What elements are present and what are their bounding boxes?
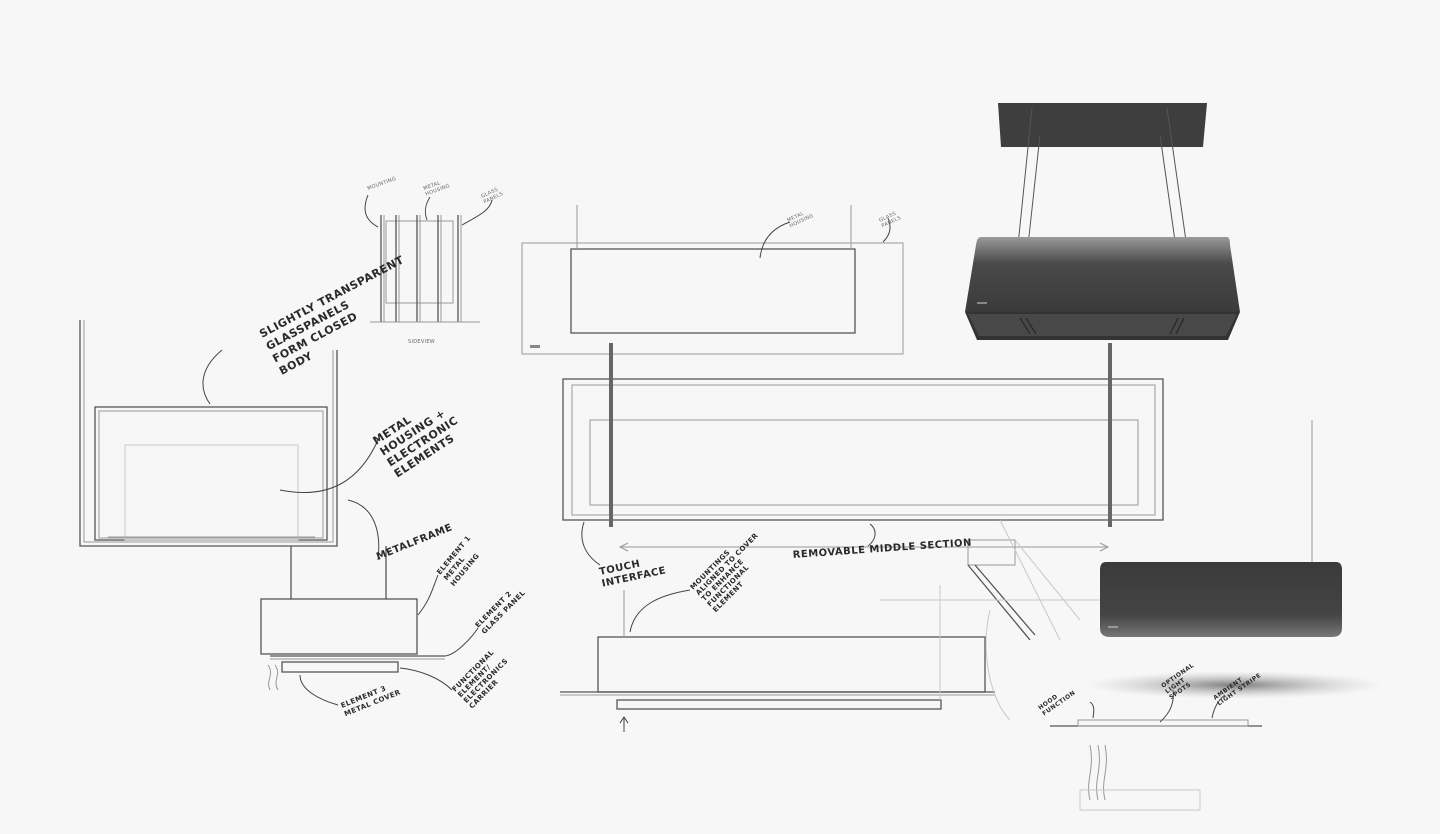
annotation-line: MOUNTING (367, 176, 397, 192)
annotation-mountings: MOUNTINGSALIGNED TO COVERTO ENHANCEFUNCT… (689, 526, 777, 614)
annotation-metal-housing-electronics: METALHOUSING +ELECTRONICELEMENTS (371, 392, 468, 480)
annotation-side-metal-housing: METALHOUSING (423, 177, 451, 197)
hood-render-top (965, 103, 1240, 340)
annotation-element1: ELEMENT 1METALHOUSING (435, 534, 486, 588)
front-elevation-large (562, 343, 1164, 566)
annotation-side-mounting: MOUNTING (367, 176, 397, 192)
annotation-line: METAL (423, 180, 442, 192)
annotation-element2: ELEMENT 2GLASS PANEL (474, 582, 527, 635)
annotation-hood-function: HOODFUNCTION (1037, 684, 1077, 718)
side-view (364, 194, 493, 323)
front-elevation-left (79, 320, 380, 561)
annotation-touch: TOUCHINTERFACE (598, 554, 667, 590)
hood-render-bottom (1085, 420, 1385, 699)
annotation-functional: FUNCTIONALELEMENT/ELECTRONICSCARRIER (451, 646, 516, 711)
annotation-side-glass-panels: GLASSPANELS (480, 186, 504, 206)
element-stack (260, 546, 479, 706)
bottom-right-sketch (1050, 689, 1262, 811)
front-elevation-bottom (560, 585, 995, 732)
annotation-line: REMOVABLE MIDDLE SECTION (792, 537, 972, 560)
annotation-glasspanels: SLIGHTLY TRANSPARENTGLASSPANELSFORM CLOS… (257, 253, 426, 377)
annotation-plan-metal-housing: METALHOUSING (786, 208, 814, 230)
annotation-side-view: SIDEVIEW (408, 339, 435, 345)
annotation-removable: REMOVABLE MIDDLE SECTION (792, 537, 972, 560)
plan-view (521, 205, 904, 355)
annotation-element3: ELEMENT 3METAL COVER (340, 680, 402, 718)
annotation-metalframe: METALFRAME (375, 522, 454, 563)
perspective-side-sketch (880, 519, 1100, 721)
annotation-line: SIDEVIEW (408, 339, 435, 345)
annotation-line: METALFRAME (375, 522, 454, 563)
